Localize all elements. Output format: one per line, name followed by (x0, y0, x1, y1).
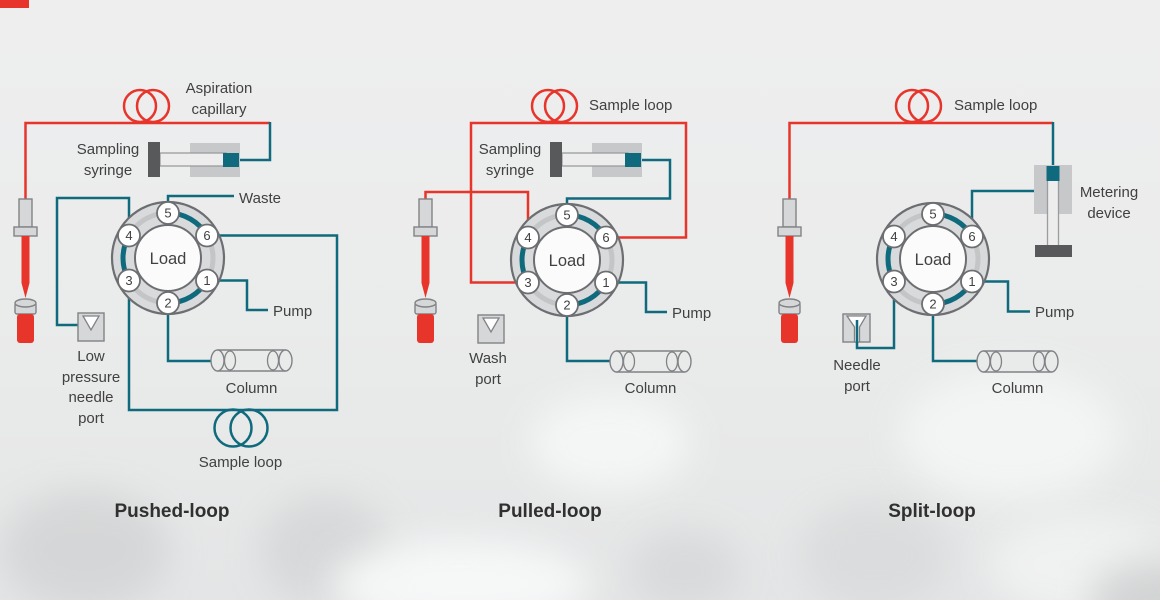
valve-port-1: 1 (602, 275, 609, 290)
label-low-pressure-needle-port: Low pressure needle port (61, 348, 121, 427)
label-sample-loop: Sample loop (589, 97, 673, 114)
valve-port-1: 1 (968, 274, 975, 289)
valve-position-label: Load (549, 252, 586, 270)
background-blur-blob (530, 395, 690, 490)
sample-loop-tube (788, 121, 1053, 199)
valve-port-5: 5 (164, 206, 171, 221)
label-sampling-syringe: Sampling syringe (478, 141, 542, 179)
aspiration-capillary-coil-icon (135, 88, 171, 124)
sample-loop-coil-icon (894, 88, 930, 124)
valve-port-3: 3 (524, 275, 531, 290)
label-waste: Waste (239, 190, 281, 207)
label-metering-device: Metering device (1079, 184, 1139, 222)
valve-port-4: 4 (125, 228, 132, 243)
valve-port-6: 6 (602, 230, 609, 245)
valve-port-6: 6 (968, 229, 975, 244)
valve-port-3: 3 (125, 273, 132, 288)
valve-port-5: 5 (929, 207, 936, 222)
background-blur-blob (800, 500, 950, 600)
sample-loop-coil-icon (213, 408, 253, 448)
background-blur-blob (630, 530, 740, 600)
sample-loop-tube (469, 121, 688, 284)
pushed-loop-diagram: 5 6 1 2 3 4 Load (13, 88, 339, 448)
brand-corner-bar (0, 0, 29, 8)
label-aspiration-capillary: Aspiration capillary (185, 80, 253, 118)
label-wash-port: Wash port (469, 350, 507, 388)
sample-loop-coil-icon (907, 88, 943, 124)
label-column: Column (624, 380, 677, 397)
pump-tube (207, 279, 268, 312)
valve-port-2: 2 (563, 298, 570, 313)
valve-port-3: 3 (890, 274, 897, 289)
aspiration-capillary-coil-icon (122, 88, 158, 124)
wash-port-icon (477, 314, 505, 344)
column-icon (210, 349, 293, 372)
pulled-loop-diagram: 5 6 1 2 3 4 Load (413, 88, 692, 373)
label-sample-loop: Sample loop (954, 97, 1038, 114)
aspiration-capillary-tube (24, 121, 270, 199)
pump-tube (972, 280, 1030, 313)
needle-port-to-valve-tube (55, 196, 131, 327)
diagram-title-pushed-loop: Pushed-loop (114, 501, 230, 522)
valve-port-6: 6 (203, 228, 210, 243)
label-needle-port: Needle port (833, 357, 881, 395)
column-tube (166, 303, 211, 363)
valve-port-4: 4 (524, 230, 531, 245)
diagram-title-split-loop: Split-loop (888, 501, 976, 522)
valve-port-5: 5 (563, 208, 570, 223)
label-pump: Pump (672, 305, 712, 322)
pump-tube (606, 281, 667, 314)
valve-port-4: 4 (890, 229, 897, 244)
column-tube (931, 304, 977, 363)
needle-and-vial-icon (413, 198, 438, 344)
column-tube (565, 305, 610, 363)
background-blur-blob (0, 490, 170, 600)
label-column: Column (991, 380, 1044, 397)
sample-loop-coil-icon (530, 88, 566, 124)
sample-loop-coil-icon (229, 408, 269, 448)
sample-loop-coil-icon (543, 88, 579, 124)
column-icon (609, 350, 692, 373)
diagram-title-pulled-loop: Pulled-loop (498, 501, 602, 522)
low-pressure-needle-port-icon (77, 312, 105, 342)
label-column: Column (225, 380, 278, 397)
needle-to-valve-tube (424, 190, 530, 238)
valve-port-2: 2 (164, 296, 171, 311)
split-loop-diagram: 5 6 1 2 3 4 Load (777, 88, 1072, 373)
needle-and-vial-icon (13, 198, 38, 344)
label-pump: Pump (1035, 304, 1075, 321)
valve-position-label: Load (915, 251, 952, 269)
label-sample-loop: Sample loop (198, 454, 283, 471)
valve-position-label: Load (150, 250, 187, 268)
needle-port-to-valve-tube (855, 281, 896, 350)
sample-loop-tube (127, 234, 339, 412)
needle-and-vial-icon (777, 198, 802, 344)
label-pump: Pump (273, 303, 313, 320)
background-blur-blob (900, 370, 1120, 500)
valve-port-1: 1 (203, 273, 210, 288)
label-sampling-syringe: Sampling syringe (76, 141, 140, 179)
valve-port-2: 2 (929, 297, 936, 312)
column-icon (976, 350, 1059, 373)
metering-device-icon (1034, 165, 1072, 257)
syringe-connection-tube (239, 122, 272, 162)
